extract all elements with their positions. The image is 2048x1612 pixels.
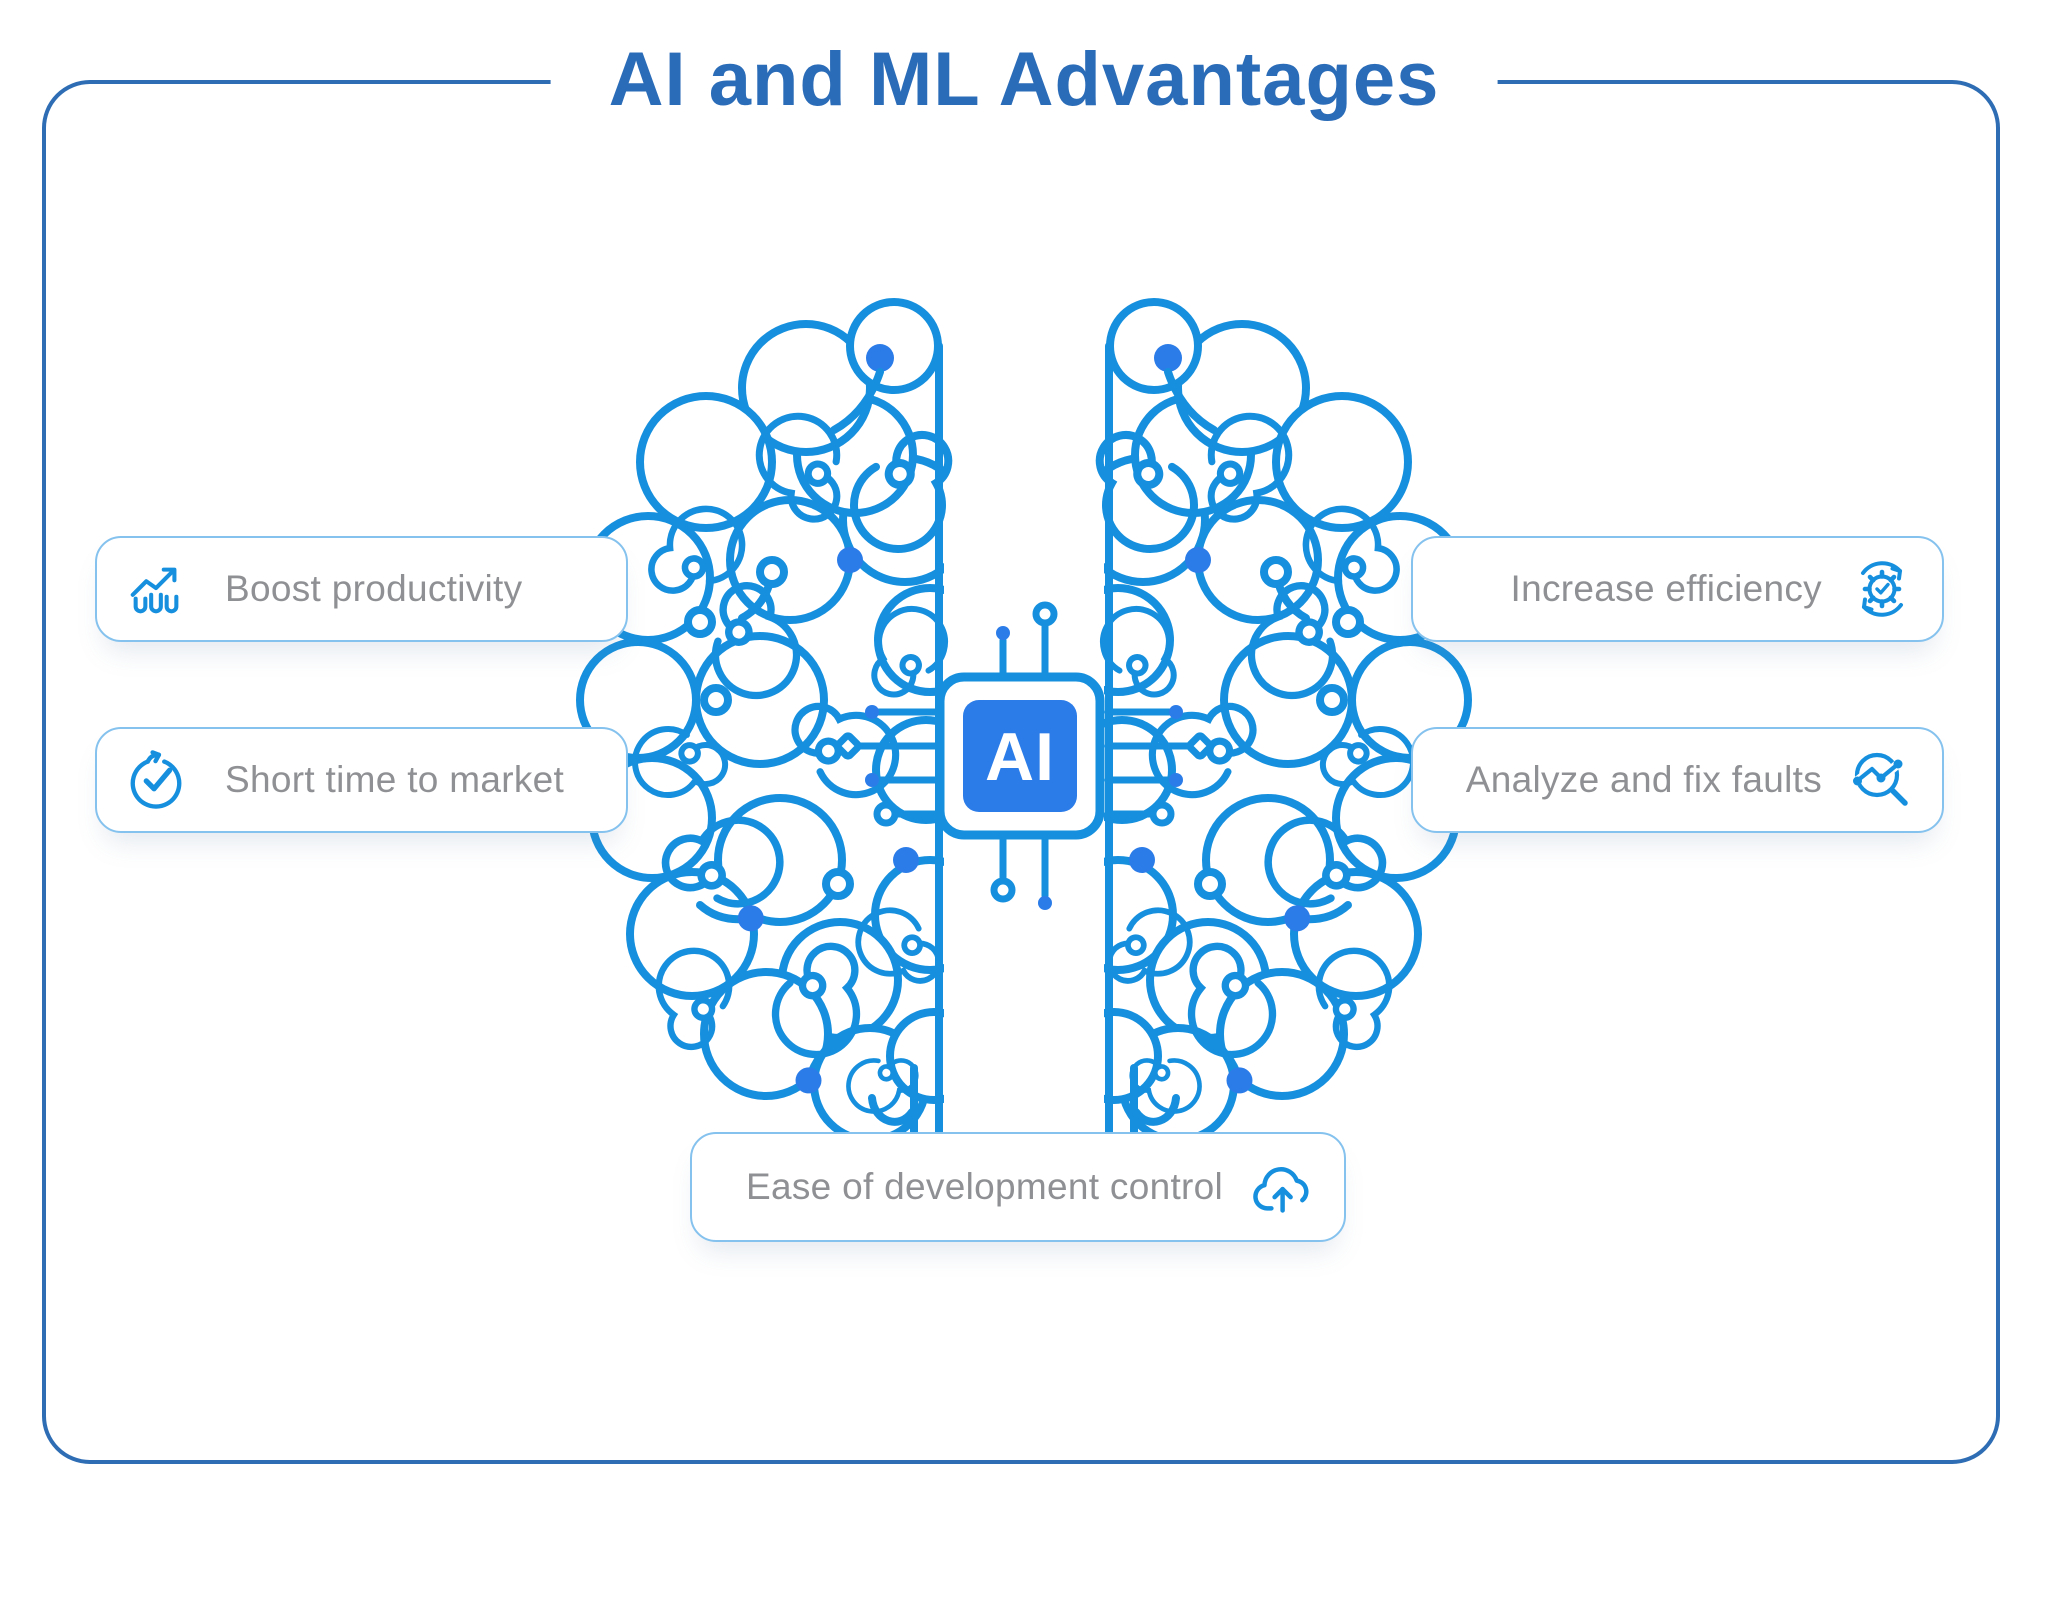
advantage-card-increase-efficiency: Increase efficiency bbox=[1411, 536, 1944, 642]
advantage-label: Boost productivity bbox=[225, 568, 523, 609]
advantage-card-short-time-to-market: Short time to market bbox=[95, 727, 628, 833]
title-band: AI and ML Advantages bbox=[550, 30, 1498, 130]
advantage-card-boost-productivity: Boost productivity bbox=[95, 536, 628, 642]
gear-sync-icon bbox=[1861, 561, 1903, 617]
stopwatch-check-icon bbox=[130, 750, 182, 809]
advantage-label: Ease of development control bbox=[746, 1166, 1224, 1207]
advantage-label: Short time to market bbox=[225, 759, 565, 800]
advantage-card-analyze-and-fix-faults: Analyze and fix faults bbox=[1411, 727, 1944, 833]
cloud-upload-icon bbox=[1253, 1167, 1309, 1213]
advantage-card-ease-of-development-control: Ease of development control bbox=[690, 1132, 1346, 1242]
magnifier-chart-icon bbox=[1852, 752, 1908, 806]
ai-chip: AI bbox=[935, 672, 1105, 840]
bar-chart-growth-icon bbox=[130, 567, 179, 614]
advantage-label: Analyze and fix faults bbox=[1465, 759, 1822, 800]
chip-traces bbox=[834, 601, 1214, 910]
ai-chip-label: AI bbox=[985, 719, 1055, 795]
page-title: AI and ML Advantages bbox=[608, 37, 1440, 122]
advantage-label: Increase efficiency bbox=[1510, 568, 1822, 609]
